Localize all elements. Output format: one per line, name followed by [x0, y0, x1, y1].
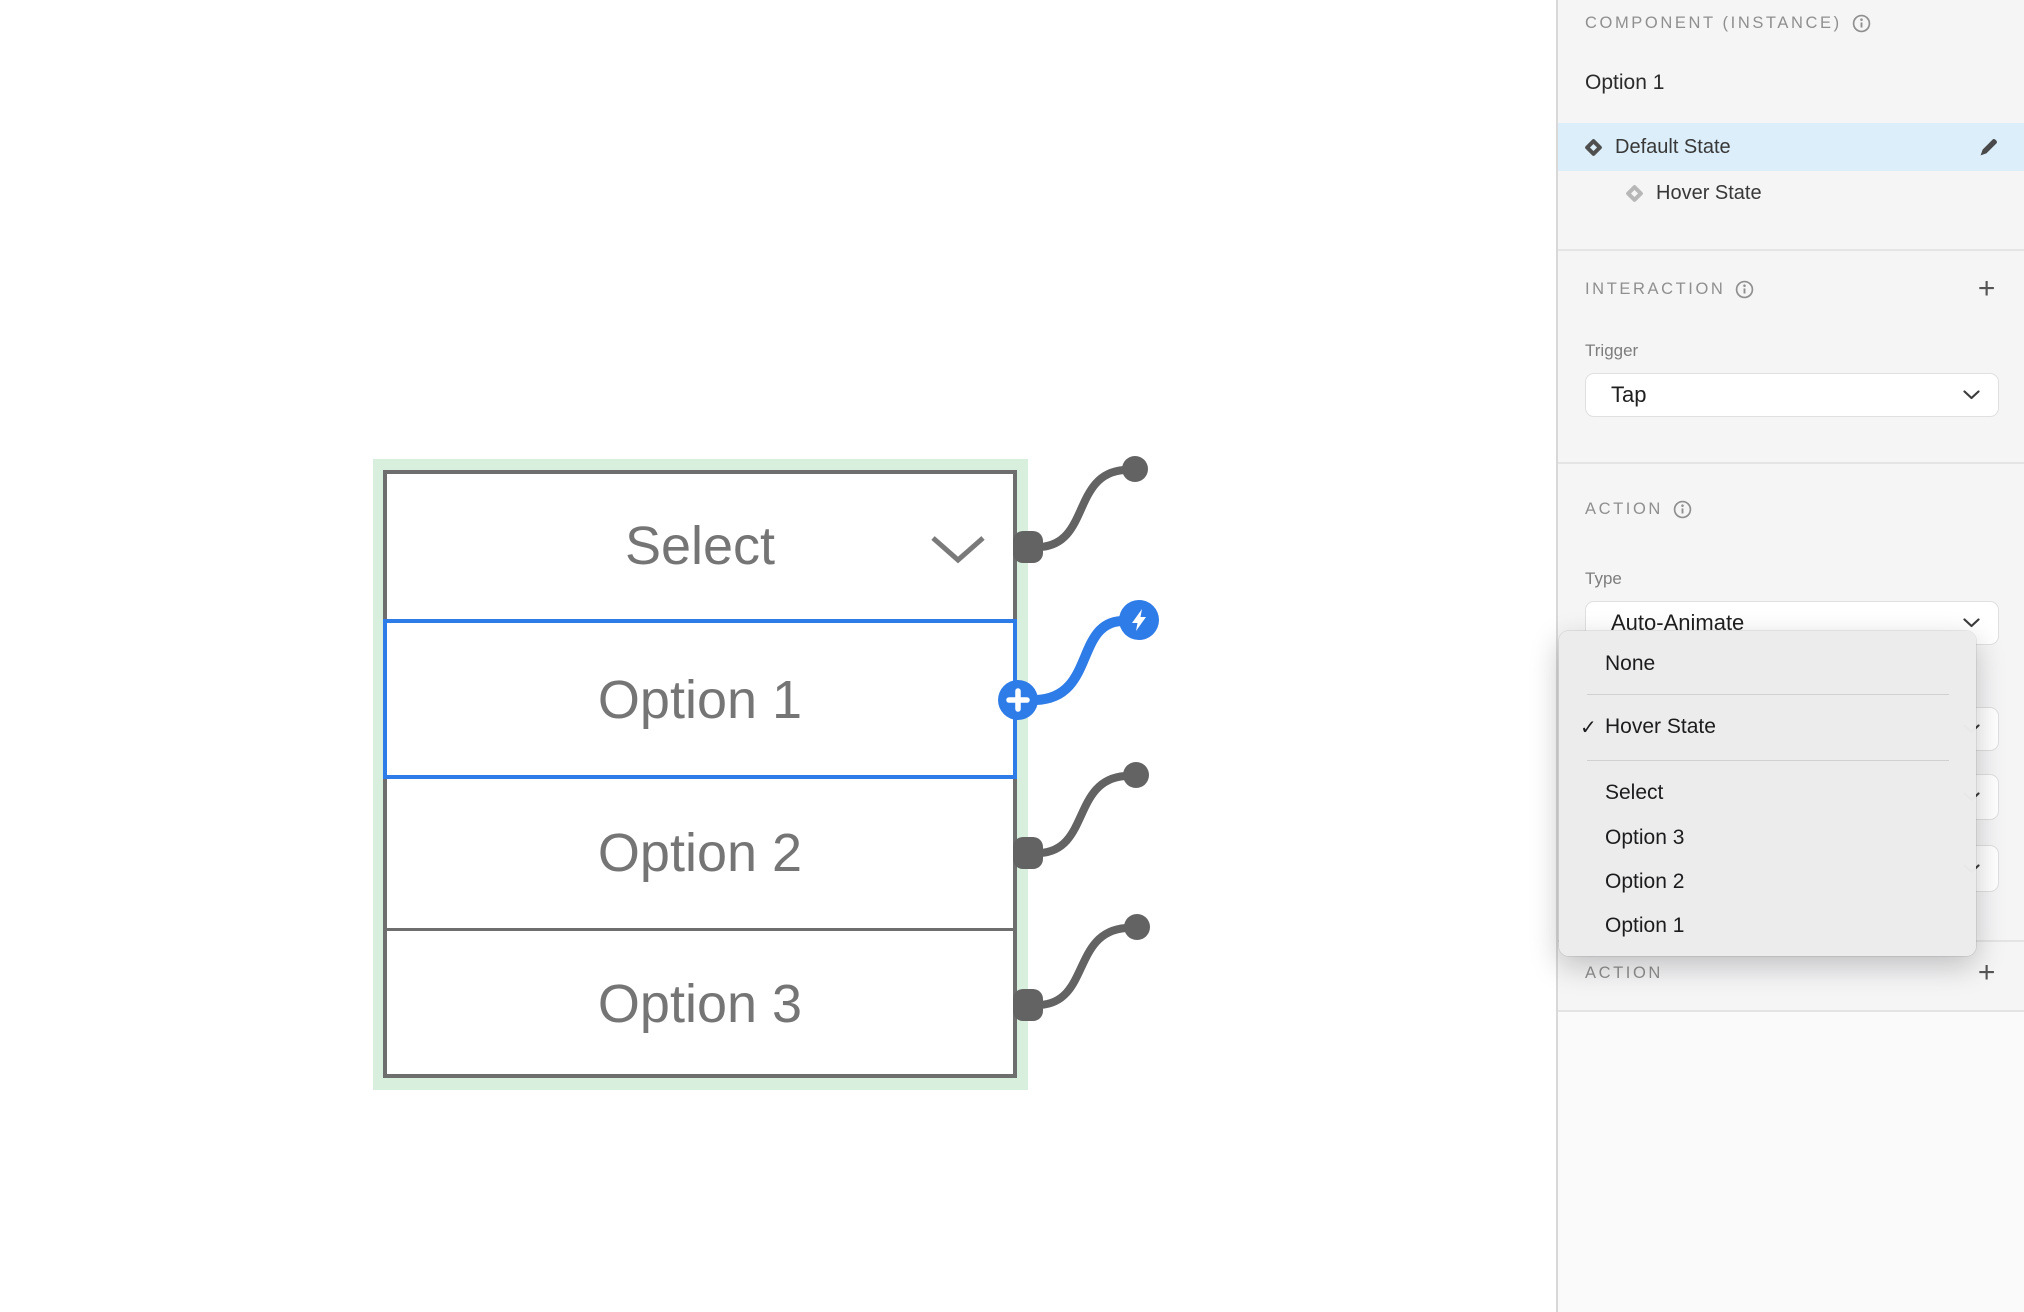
info-icon[interactable] [1735, 280, 1754, 299]
component-section-header: COMPONENT (INSTANCE) [1585, 12, 1998, 34]
edit-pencil-icon[interactable] [1978, 136, 2000, 158]
lightning-bolt-icon [1132, 609, 1146, 631]
wire-option-2[interactable] [1013, 762, 1149, 869]
dropdown-component[interactable] [383, 470, 1017, 1078]
design-canvas[interactable]: Select Option 1 Option 2 Option 3 [0, 0, 1557, 1312]
component-row-select[interactable]: Select [624, 516, 776, 576]
menu-item-option-3[interactable]: Option 3 [1605, 826, 1685, 849]
inspector-panel: COMPONENT (INSTANCE) Option 1 Default St… [1556, 0, 2024, 1312]
plus-icon [1006, 688, 1030, 712]
prototype-wires [998, 456, 1159, 1021]
menu-item-option-2[interactable]: Option 2 [1605, 870, 1685, 893]
wire-endpoint[interactable] [1123, 762, 1149, 788]
chevron-down-icon [1963, 390, 1980, 400]
action-section-title: ACTION [1585, 499, 1663, 518]
panel-empty-area [1558, 1012, 2024, 1312]
wire-select[interactable] [1013, 456, 1148, 563]
wire-option-1-active[interactable] [998, 600, 1159, 720]
chevron-down-icon [1963, 618, 1980, 628]
action-section-header: ACTION [1585, 498, 1998, 520]
destination-state-menu: None ✓ Hover State Select Option 3 Optio… [1559, 631, 1976, 956]
action2-section-header: ACTION + [1585, 956, 1998, 989]
state-row-hover[interactable]: Hover State [1558, 171, 2024, 215]
menu-item-select[interactable]: Select [1605, 781, 1664, 804]
state-label: Default State [1615, 135, 1731, 158]
wire-endpoint[interactable] [1124, 914, 1150, 940]
menu-separator [1587, 694, 1949, 695]
component-section-title: COMPONENT (INSTANCE) [1585, 13, 1842, 32]
trigger-value: Tap [1611, 382, 1647, 407]
wire-endpoint[interactable] [1122, 456, 1148, 482]
action2-section-title: ACTION [1585, 963, 1663, 982]
state-row-default[interactable]: Default State [1558, 123, 2024, 171]
type-value: Auto-Animate [1611, 610, 1745, 635]
wire-option-3[interactable] [1013, 914, 1150, 1021]
add-interaction-button[interactable]: + [1977, 272, 1998, 305]
menu-item-hover-state[interactable]: ✓ Hover State [1580, 715, 1716, 739]
component-row-option-2[interactable]: Option 2 [597, 823, 803, 883]
menu-item-option-1[interactable]: Option 1 [1605, 914, 1685, 937]
trigger-select[interactable]: Tap [1585, 373, 1999, 417]
menu-item-none[interactable]: None [1605, 652, 1656, 675]
info-icon[interactable] [1673, 500, 1692, 519]
chevron-down-icon [931, 536, 985, 564]
checkmark-icon: ✓ [1580, 716, 1597, 739]
interaction-section-title: INTERACTION [1585, 279, 1726, 298]
state-label: Hover State [1656, 181, 1762, 204]
type-label: Type [1585, 569, 1622, 588]
instance-name: Option 1 [1585, 71, 1665, 94]
component-row-option-1[interactable]: Option 1 [597, 670, 803, 730]
section-divider [1558, 462, 2024, 464]
section-divider [1558, 1010, 2024, 1012]
section-divider [1558, 249, 2024, 251]
interaction-section-header: INTERACTION + [1585, 272, 1998, 305]
menu-separator [1587, 760, 1949, 761]
add-action-button[interactable]: + [1977, 956, 1998, 989]
component-row-option-3[interactable]: Option 3 [597, 974, 803, 1034]
component-state-icon [1584, 137, 1603, 157]
row-separator [383, 928, 1017, 931]
info-icon[interactable] [1852, 14, 1871, 33]
component-state-icon [1625, 183, 1644, 203]
trigger-label: Trigger [1585, 341, 1639, 360]
